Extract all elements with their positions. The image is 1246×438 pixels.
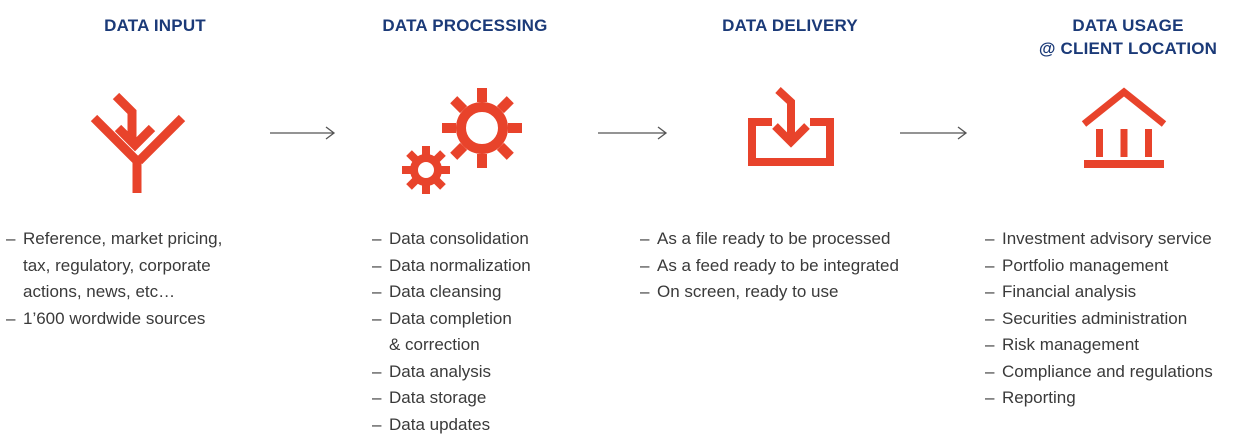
list-item: –Data storage <box>372 385 531 412</box>
list-item: –As a feed ready to be integrated <box>640 253 899 280</box>
list-item: –Financial analysis <box>985 279 1213 306</box>
arrow-right-icon <box>900 126 968 140</box>
list-item: tax, regulatory, corporate <box>6 253 222 280</box>
title-data-usage: DATA USAGE @ CLIENT LOCATION <box>1010 14 1246 60</box>
list-item: –Data cleansing <box>372 279 531 306</box>
list-item: –Reference, market pricing, <box>6 226 222 253</box>
list-data-delivery: –As a file ready to be processed –As a f… <box>640 226 899 306</box>
title-data-input: DATA INPUT <box>70 14 240 37</box>
gears-icon <box>400 86 530 196</box>
list-item: –Risk management <box>985 332 1213 359</box>
arrow-right-icon <box>598 126 668 140</box>
list-item: –Data consolidation <box>372 226 531 253</box>
list-item: –As a file ready to be processed <box>640 226 899 253</box>
bank-building-icon <box>1078 86 1170 172</box>
list-item: –Data normalization <box>372 253 531 280</box>
list-item: –Data completion <box>372 306 531 333</box>
list-item: –Data analysis <box>372 359 531 386</box>
list-item: –1’600 wordwide sources <box>6 306 222 333</box>
list-data-input: –Reference, market pricing, tax, regulat… <box>6 226 222 332</box>
list-item: –Securities administration <box>985 306 1213 333</box>
list-item: –Compliance and regulations <box>985 359 1213 386</box>
list-data-processing: –Data consolidation –Data normalization … <box>372 226 531 438</box>
list-item: & correction <box>372 332 531 359</box>
list-data-usage: –Investment advisory service –Portfolio … <box>985 226 1213 412</box>
list-item: –Portfolio management <box>985 253 1213 280</box>
list-item: –Reporting <box>985 385 1213 412</box>
funnel-arrow-icon <box>88 88 188 198</box>
download-tray-icon <box>748 86 834 168</box>
list-item: –Data updates <box>372 412 531 438</box>
list-item: actions, news, etc… <box>6 279 222 306</box>
title-data-processing: DATA PROCESSING <box>370 14 560 37</box>
arrow-right-icon <box>270 126 336 140</box>
list-item: –On screen, ready to use <box>640 279 899 306</box>
title-data-delivery: DATA DELIVERY <box>700 14 880 37</box>
list-item: –Investment advisory service <box>985 226 1213 253</box>
